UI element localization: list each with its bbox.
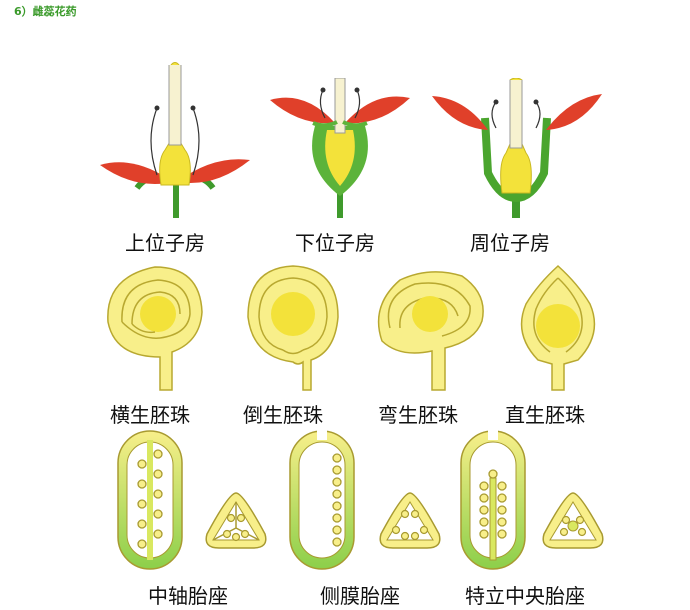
campylotropous-ovule-figure <box>107 266 203 391</box>
label-parietal-placentation: 侧膜胎座 <box>320 584 400 608</box>
free-central-placentation-longitudinal-figure <box>460 430 526 570</box>
axile-placentation-longitudinal-figure <box>117 430 183 570</box>
free-central-placentation-cross-section-figure <box>542 492 604 549</box>
parietal-placentation-cross-section-figure <box>379 492 441 549</box>
label-inferior-ovary: 下位子房 <box>295 231 375 255</box>
label-anatropous-ovule: 倒生胚珠 <box>243 403 323 427</box>
amphitropous-ovule-figure <box>377 271 484 391</box>
inferior-ovary-figure <box>270 78 410 218</box>
parietal-placentation-longitudinal-figure <box>289 430 355 570</box>
label-perigynous-ovary: 周位子房 <box>470 231 550 255</box>
perigynous-ovary-figure <box>432 78 602 218</box>
anatropous-ovule-figure <box>247 265 339 391</box>
orthotropous-ovule-figure <box>520 264 596 391</box>
label-amphitropous-ovule: 弯生胚珠 <box>378 403 458 427</box>
label-axile-placentation: 中轴胎座 <box>148 584 228 608</box>
page-heading: 6）雌蕊花药 <box>14 5 77 18</box>
label-free-central-placentation: 特立中央胎座 <box>465 584 585 608</box>
superior-ovary-figure <box>100 62 250 218</box>
label-orthotropous-ovule: 直生胚珠 <box>505 403 585 427</box>
axile-placentation-cross-section-figure <box>205 492 267 549</box>
label-campylotropous-ovule: 横生胚珠 <box>110 403 190 427</box>
label-superior-ovary: 上位子房 <box>125 231 205 255</box>
